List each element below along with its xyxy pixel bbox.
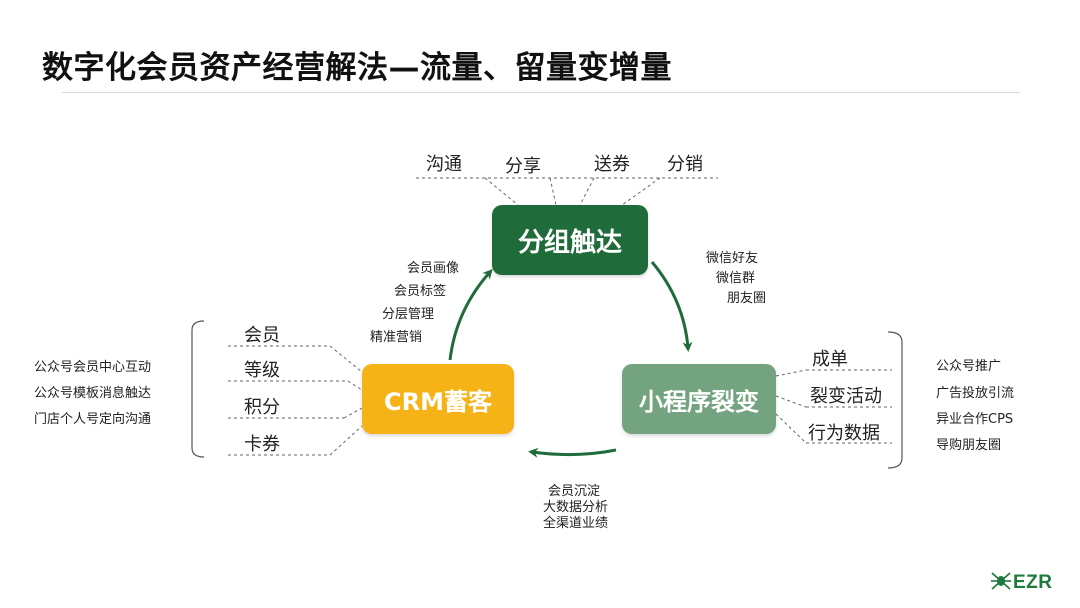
note-omnichannel: 全渠道业绩: [543, 516, 609, 531]
right-item-fission-activity: 裂变活动: [810, 386, 882, 407]
tag-coupon: 送券: [594, 154, 630, 175]
right-channel-2: 广告投放引流: [936, 386, 1015, 401]
brand-logo-text: EZR: [1013, 572, 1053, 593]
left-bracket: [191, 320, 205, 458]
tag-connector-2: [549, 177, 557, 206]
note-member-portrait: 会员画像: [407, 261, 460, 276]
note-moments: 朋友圈: [727, 291, 767, 306]
tag-connector-1: [484, 177, 519, 206]
note-member-retention: 会员沉淀: [548, 484, 601, 499]
node-group-reach: 分组触达: [492, 205, 648, 275]
right-item-behavior-data: 行为数据: [808, 423, 880, 444]
left-item-level: 等级: [244, 360, 280, 381]
left-item-member: 会员: [244, 325, 280, 346]
left-item-coupons: 卡券: [244, 434, 280, 455]
spider-icon: [991, 572, 1011, 590]
left-channel-2: 公众号模板消息触达: [34, 386, 152, 401]
tag-communicate: 沟通: [426, 154, 462, 175]
node-miniprogram-fission: 小程序裂变: [622, 364, 776, 434]
node-crm-storage: CRM蓄客: [362, 364, 514, 434]
tag-distribution: 分销: [667, 154, 703, 175]
note-wechat-friends: 微信好友: [706, 251, 759, 266]
right-channel-4: 导购朋友圈: [936, 438, 1002, 453]
note-big-data: 大数据分析: [543, 500, 609, 515]
note-member-tags: 会员标签: [394, 284, 447, 299]
page-title: 数字化会员资产经营解法—流量、留量变增量: [42, 50, 672, 86]
tag-connector-3: [579, 177, 595, 206]
tag-share: 分享: [505, 156, 541, 177]
note-tier-management: 分层管理: [382, 307, 435, 322]
arrow-top-to-right: [650, 261, 693, 352]
left-channel-1: 公众号会员中心互动: [34, 360, 152, 375]
right-channel-3: 异业合作CPS: [936, 412, 1014, 427]
right-channel-1: 公众号推广: [936, 359, 1002, 374]
note-wechat-group: 微信群: [716, 271, 756, 286]
tag-connector-4: [621, 177, 661, 206]
title-divider: [62, 92, 1020, 93]
note-precision-marketing: 精准营销: [370, 330, 423, 345]
arrow-left-to-top: [448, 269, 493, 361]
arrow-right-to-left: [528, 447, 617, 458]
right-item-orders: 成单: [812, 349, 848, 370]
left-item-points: 积分: [244, 397, 280, 418]
left-channel-3: 门店个人号定向沟通: [34, 412, 152, 427]
right-bracket: [887, 331, 903, 469]
